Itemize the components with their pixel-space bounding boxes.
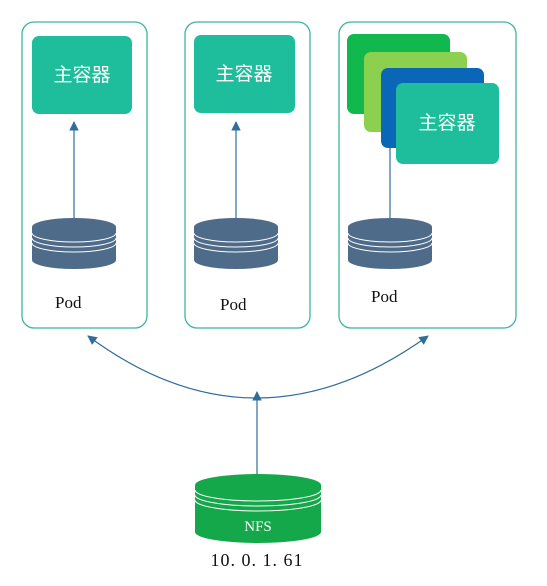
pod-3-main-container — [396, 83, 499, 164]
pod-1-main-container — [32, 36, 132, 114]
pod-1-label: Pod — [55, 293, 82, 312]
nfs-address: 10. 0. 1. 61 — [211, 550, 304, 570]
pod-3-main-container-label: 主容器 — [418, 112, 475, 134]
pod-1: 主容器 Pod — [21, 21, 148, 329]
pod-2-main-container-label: 主容器 — [215, 63, 272, 85]
pod-3-label: Pod — [371, 287, 398, 306]
pod-2-label: Pod — [220, 295, 247, 314]
pod-1-storage-volume — [31, 218, 117, 269]
pod-2-main-container — [194, 35, 295, 113]
pod-2: 主容器 Pod — [184, 21, 311, 329]
nfs-storage: NFS — [194, 474, 322, 543]
pod-1-main-container-label: 主容器 — [53, 64, 110, 86]
distribution-curve — [87, 335, 429, 399]
pod-3: 主容器 Pod — [338, 21, 517, 329]
nfs-label: NFS — [244, 519, 272, 535]
pod-3-storage-volume — [347, 218, 433, 269]
pod-2-storage-volume — [193, 218, 279, 269]
